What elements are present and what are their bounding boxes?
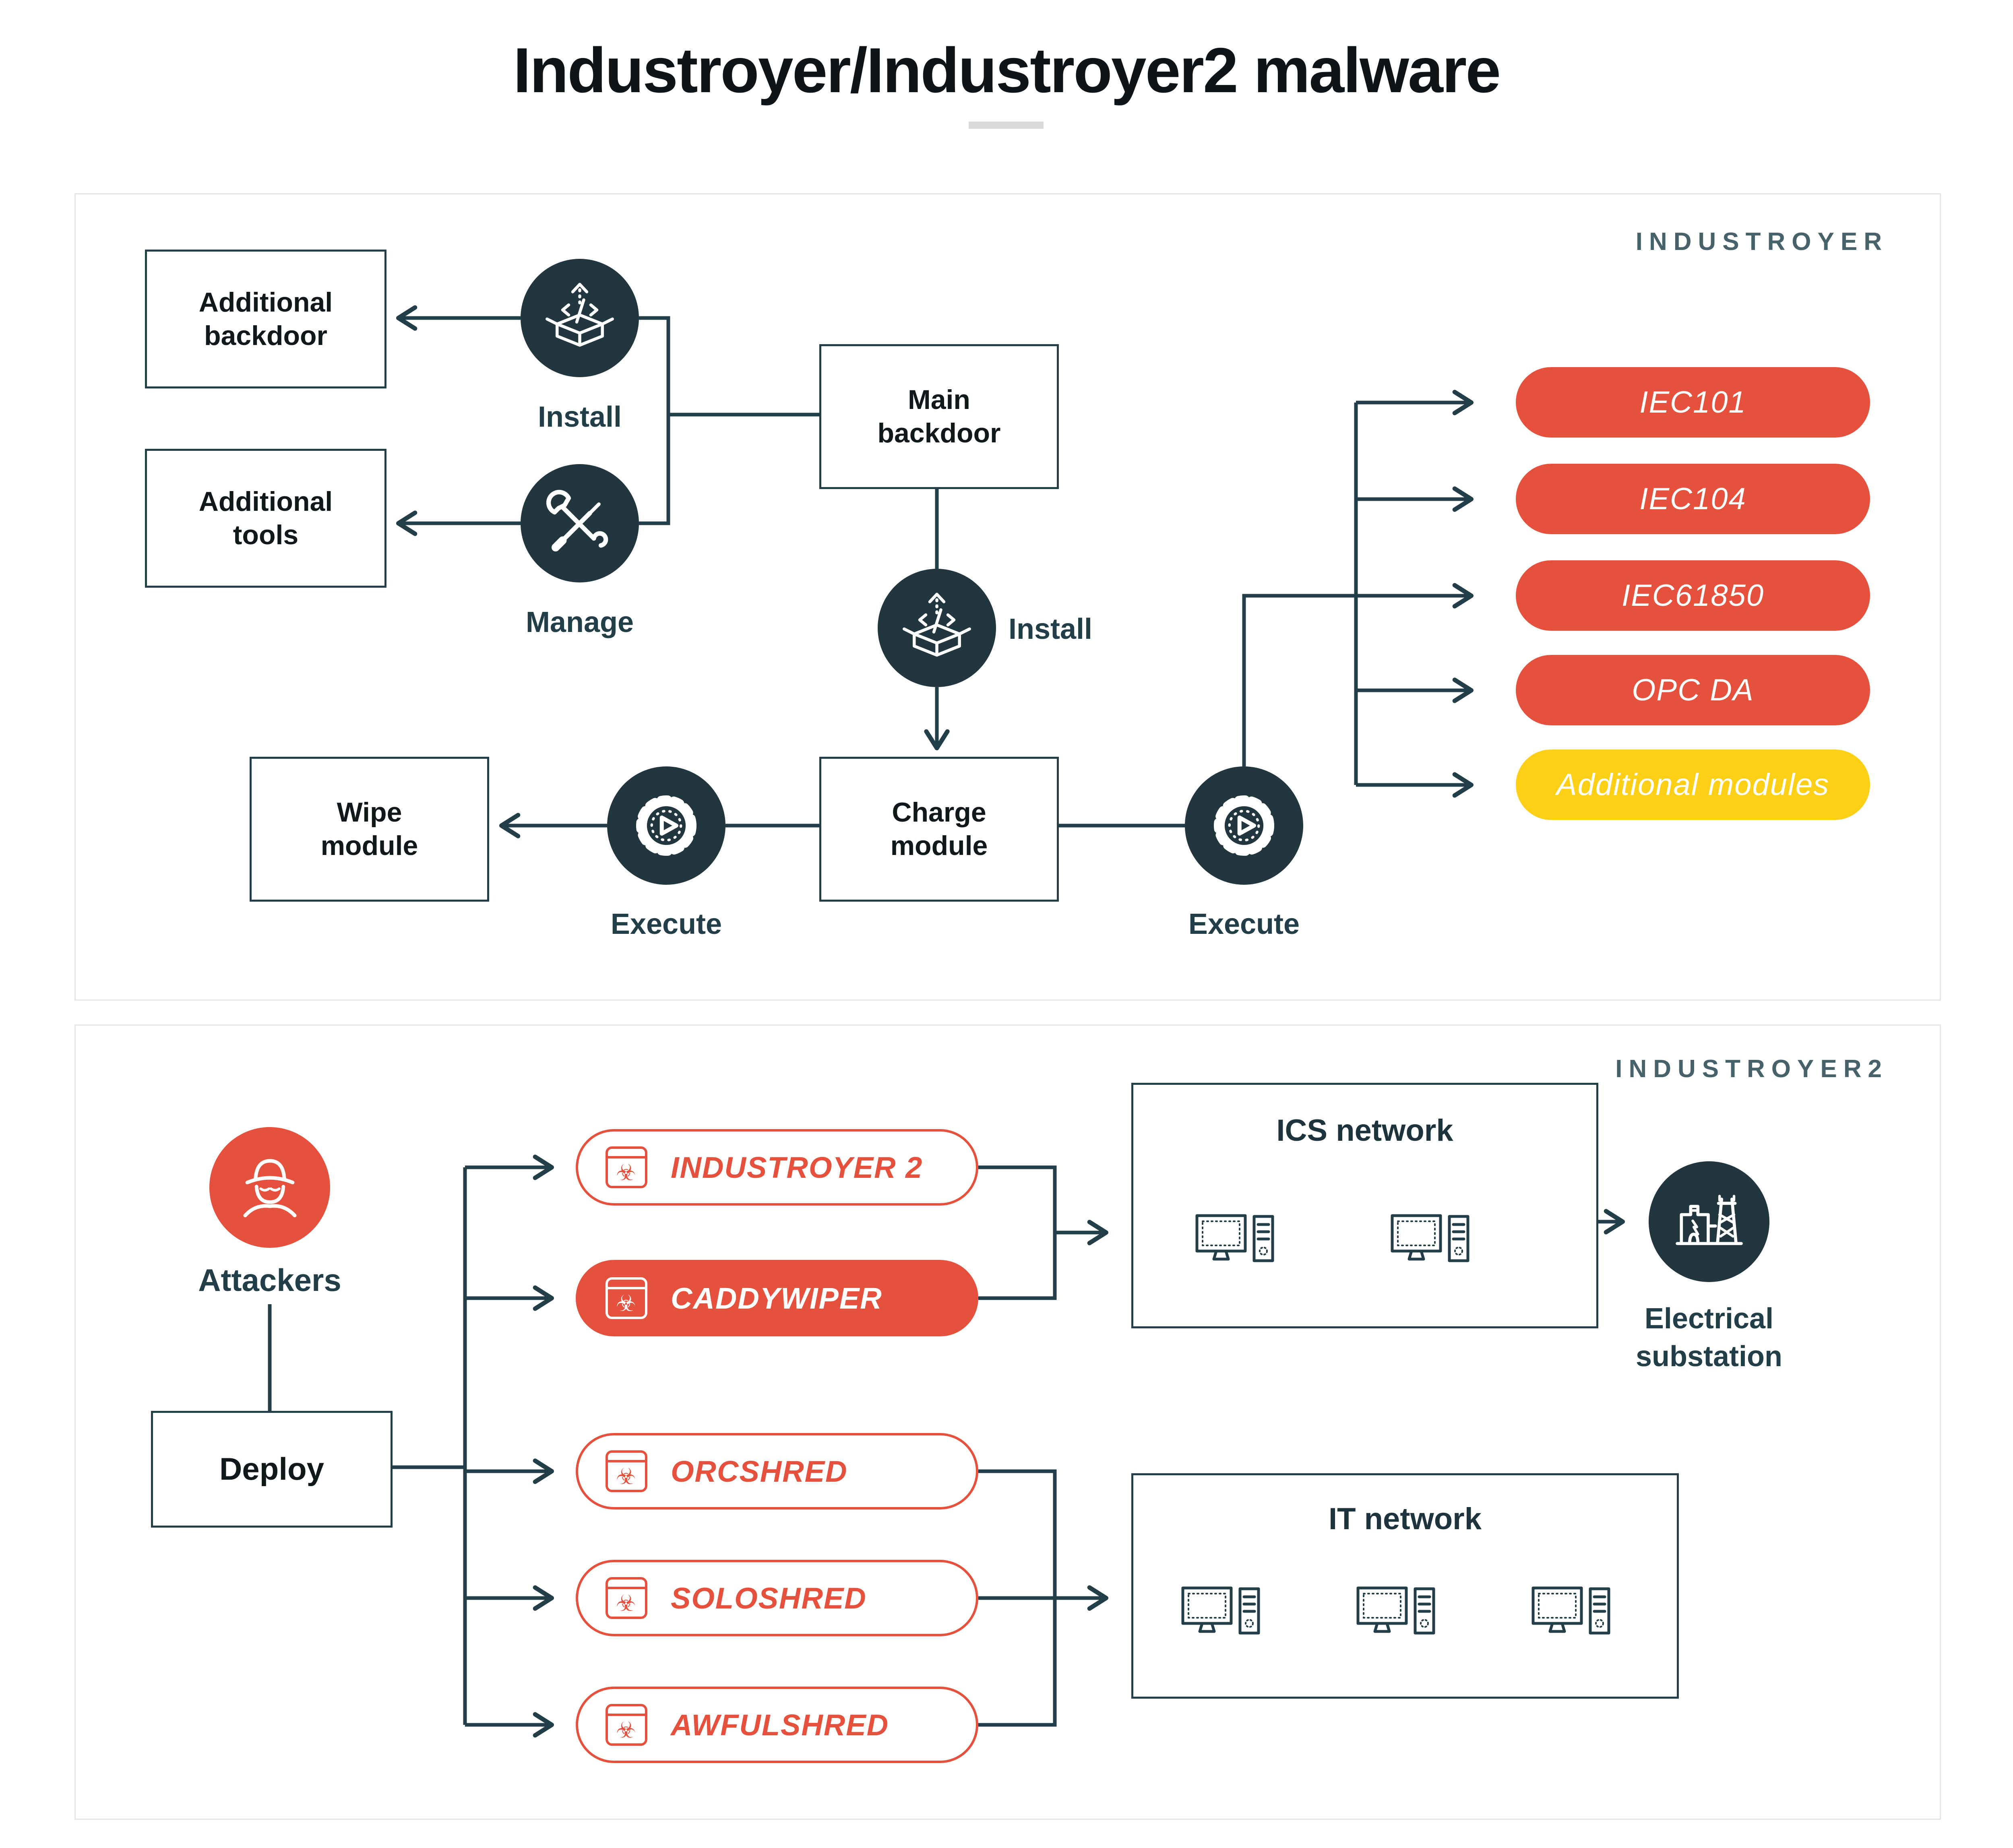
module-label: Additional modules — [1556, 768, 1830, 802]
manage-label: Manage — [525, 606, 634, 638]
spy-icon — [243, 1158, 296, 1217]
module-pill-iec101: IEC101 — [1516, 367, 1870, 438]
malware-pill-orcshred: ☣ ORCSHRED — [576, 1433, 978, 1509]
tools-icon — [546, 489, 608, 551]
malware-label: SOLOSHRED — [671, 1581, 867, 1615]
install-mid-label: Install — [1009, 613, 1093, 645]
biohazard-glyph: ☣ — [616, 1464, 637, 1490]
attackers-label: Attackers — [198, 1262, 341, 1298]
biohazard-app-icon: ☣ — [606, 1704, 647, 1746]
main-backdoor-box: Main backdoor — [819, 344, 1059, 489]
module-label: IEC104 — [1639, 482, 1746, 516]
deploy-label: Deploy — [219, 1451, 324, 1487]
computer-icon — [1530, 1584, 1618, 1650]
execute-right-label: Execute — [1188, 908, 1300, 940]
power-plant-icon — [1675, 1194, 1743, 1245]
biohazard-glyph: ☣ — [616, 1717, 637, 1743]
additional-tools-label: Additional tools — [198, 486, 333, 550]
wipe-module-box: Wipe module — [250, 757, 489, 902]
manage-icon — [521, 464, 639, 582]
electrical-substation-icon — [1649, 1161, 1769, 1282]
main-backdoor-label: Main backdoor — [877, 384, 1001, 448]
connector-ics-merge-bracket — [978, 1165, 1057, 1300]
gear-play-icon — [1214, 795, 1274, 856]
install-icon-mid — [878, 569, 996, 687]
malware-label: CADDYWIPER — [671, 1281, 882, 1315]
computer-icon — [1180, 1584, 1268, 1650]
charge-module-label: Charge module — [890, 797, 988, 861]
title-underline — [969, 122, 1044, 129]
install-icon-top — [521, 259, 639, 377]
module-label: IEC61850 — [1621, 578, 1765, 613]
module-label: IEC101 — [1639, 385, 1746, 419]
biohazard-app-icon: ☣ — [606, 1577, 647, 1619]
wipe-module-label: Wipe module — [320, 797, 418, 861]
computer-icon — [1355, 1584, 1443, 1650]
malware-pill-caddywiper: ☣ CADDYWIPER — [576, 1260, 978, 1336]
it-network-label: IT network — [1328, 1502, 1482, 1536]
computer-icon — [1389, 1212, 1478, 1278]
biohazard-app-icon: ☣ — [606, 1450, 647, 1492]
open-box-icon — [903, 593, 971, 657]
connector-mainbackdoor-bracket — [639, 316, 670, 525]
execute-icon-right — [1185, 766, 1303, 885]
execute-icon-left — [607, 766, 725, 885]
biohazard-app-icon: ☣ — [606, 1277, 647, 1319]
biohazard-glyph: ☣ — [616, 1590, 637, 1617]
malware-pill-industroyer2: ☣ INDUSTROYER 2 — [576, 1129, 978, 1206]
ics-network-label: ICS network — [1276, 1113, 1453, 1148]
attackers-icon — [209, 1127, 330, 1248]
additional-backdoor-label: Additional backdoor — [198, 287, 333, 351]
connector-execute-up-to-trunk — [1242, 594, 1356, 766]
malware-label: INDUSTROYER 2 — [671, 1150, 923, 1184]
module-label: OPC DA — [1632, 673, 1754, 707]
malware-label: AWFULSHRED — [671, 1708, 889, 1742]
industroyer2-section-label: INDUSTROYER2 — [1615, 1055, 1888, 1083]
gear-play-icon — [636, 795, 696, 856]
module-pill-opcda: OPC DA — [1516, 655, 1870, 725]
execute-left-label: Execute — [610, 908, 722, 940]
deploy-box: Deploy — [151, 1411, 393, 1528]
additional-backdoor-box: Additional backdoor — [145, 250, 386, 388]
module-pill-iec104: IEC104 — [1516, 464, 1870, 534]
module-pill-additional: Additional modules — [1516, 750, 1870, 820]
ics-network-box: ICS network — [1131, 1083, 1598, 1328]
electrical-substation-label: Electrical substation — [1635, 1303, 1782, 1373]
industroyer-section-label: INDUSTROYER — [1635, 228, 1888, 256]
page-title: Industroyer/Industroyer2 malware — [513, 35, 1501, 106]
additional-tools-box: Additional tools — [145, 449, 386, 588]
biohazard-app-icon: ☣ — [606, 1146, 647, 1188]
malware-label: ORCSHRED — [671, 1454, 848, 1488]
biohazard-glyph: ☣ — [616, 1160, 637, 1186]
install-top-label: Install — [537, 401, 622, 433]
open-box-icon — [546, 283, 614, 347]
biohazard-glyph: ☣ — [616, 1291, 637, 1317]
malware-pill-soloshred: ☣ SOLOSHRED — [576, 1560, 978, 1636]
module-pill-iec61850: IEC61850 — [1516, 560, 1870, 631]
charge-module-box: Charge module — [819, 757, 1059, 902]
computer-icon — [1194, 1212, 1282, 1278]
malware-pill-awfulshred: ☣ AWFULSHRED — [576, 1687, 978, 1763]
it-network-box: IT network — [1131, 1473, 1679, 1699]
